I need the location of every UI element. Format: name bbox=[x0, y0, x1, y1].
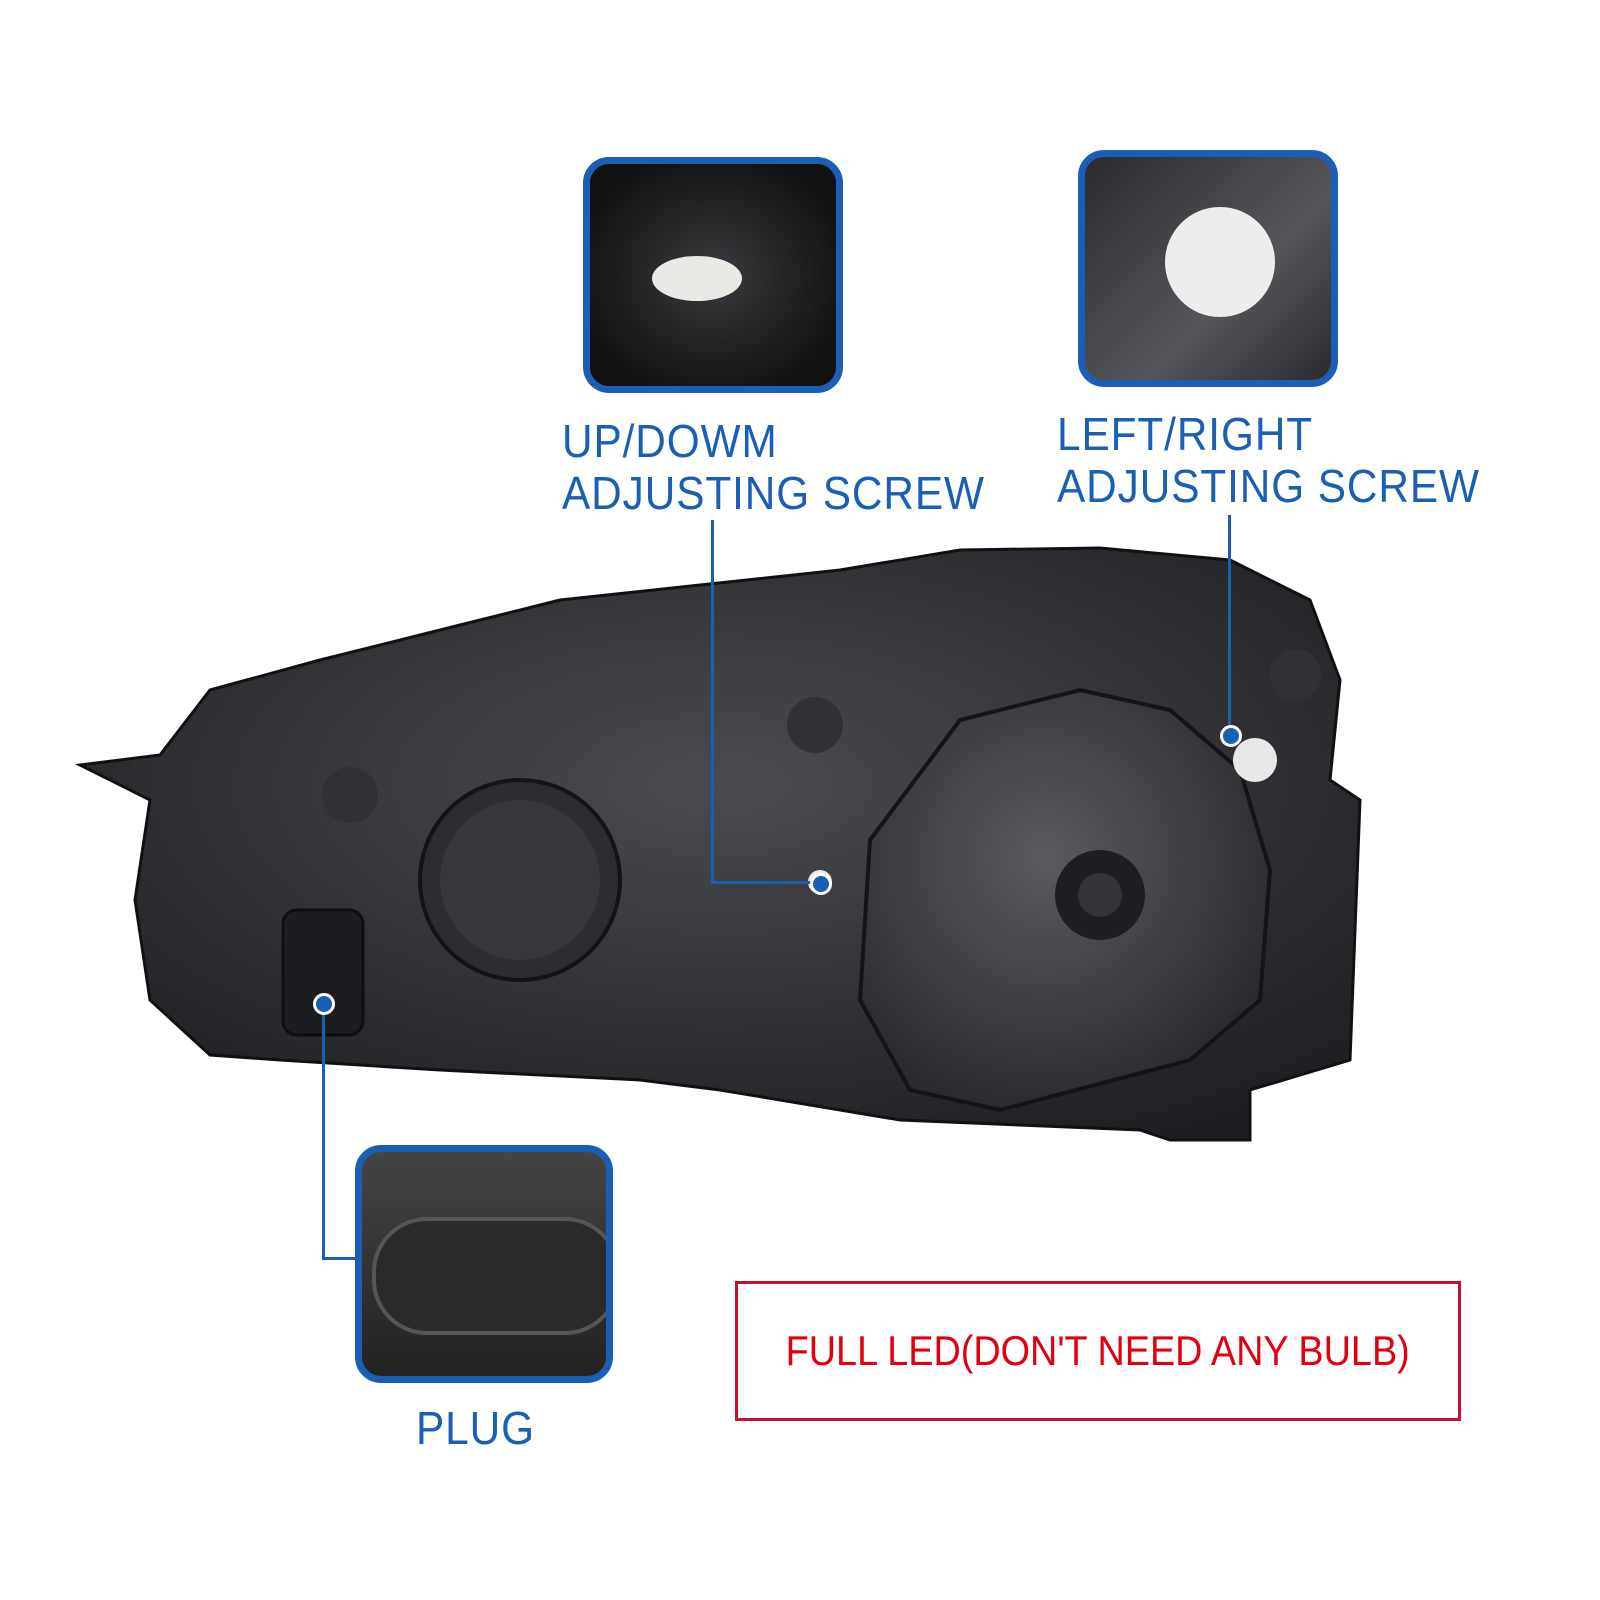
updown-marker-dot bbox=[810, 873, 832, 895]
updown-leader-line bbox=[711, 520, 714, 884]
plug-leader-line-h bbox=[322, 1257, 358, 1260]
leftright-label-line1: LEFT/RIGHT bbox=[1057, 408, 1314, 460]
updown-screw-inset bbox=[583, 157, 843, 393]
leftright-screw-label: LEFT/RIGHT ADJUSTING SCREW bbox=[1057, 408, 1480, 512]
feature-box: FULL LED(DON'T NEED ANY BULB) bbox=[735, 1281, 1461, 1421]
leftright-marker-dot bbox=[1220, 725, 1242, 747]
plug-inset bbox=[355, 1145, 613, 1383]
updown-screw-label: UP/DOWM ADJUSTING SCREW bbox=[562, 415, 985, 519]
leftright-label-line2: ADJUSTING SCREW bbox=[1057, 460, 1480, 512]
updown-label-line2: ADJUSTING SCREW bbox=[562, 467, 985, 519]
leftright-screw-inset bbox=[1078, 150, 1338, 387]
leftright-leader-line bbox=[1228, 515, 1231, 733]
plug-leader-line bbox=[322, 1002, 325, 1260]
leftright-screw-photo bbox=[1165, 207, 1275, 317]
plug-label: PLUG bbox=[416, 1402, 535, 1454]
feature-text: FULL LED(DON'T NEED ANY BULB) bbox=[785, 1327, 1411, 1374]
updown-leader-line-h bbox=[711, 881, 816, 884]
updown-label-line1: UP/DOWM bbox=[562, 415, 778, 467]
plug-connector-photo bbox=[372, 1217, 606, 1335]
plug-marker-dot bbox=[313, 993, 335, 1015]
updown-screw-photo bbox=[652, 256, 742, 301]
